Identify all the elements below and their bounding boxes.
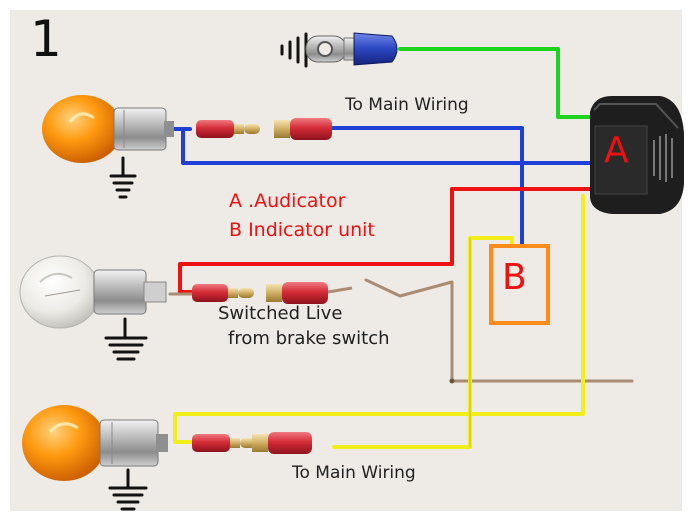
connector-bottom-row: [192, 432, 312, 454]
brake-switch-label: from brake switch: [228, 328, 390, 349]
blue-wire-to-main: [331, 126, 524, 247]
amber-bulb-top: [42, 95, 174, 163]
to-main-wiring-label-top: To Main Wiring: [345, 95, 469, 115]
legend-audicator: A .Audicator: [229, 190, 346, 212]
clear-bulb-brake: [19, 255, 167, 329]
figure-number: 1: [30, 10, 62, 68]
legend-indicator-unit: B Indicator unit: [229, 219, 375, 241]
brown-wire-switch: [364, 278, 634, 383]
red-wire-brake: [178, 187, 454, 294]
to-main-wiring-label-bottom: To Main Wiring: [292, 463, 416, 483]
ring-terminal: [305, 32, 398, 66]
ground-symbol-1: [109, 156, 137, 199]
unit-b-tag: B: [502, 257, 527, 298]
connector-top-row: [196, 118, 332, 140]
switched-live-label: Switched Live: [218, 303, 343, 324]
ground-symbol-2: [104, 317, 148, 361]
audicator-unit-a: [590, 96, 684, 214]
connector-brake-row: [192, 282, 353, 304]
ground-symbol-3: [108, 468, 148, 511]
unit-a-tag: A: [604, 130, 629, 171]
green-wire: [398, 47, 602, 119]
blue-wire-to-a: [181, 127, 602, 165]
amber-bulb-bottom: [22, 405, 168, 481]
yellow-wire-to-a: [173, 194, 585, 444]
indicator-unit-b: [489, 244, 550, 325]
